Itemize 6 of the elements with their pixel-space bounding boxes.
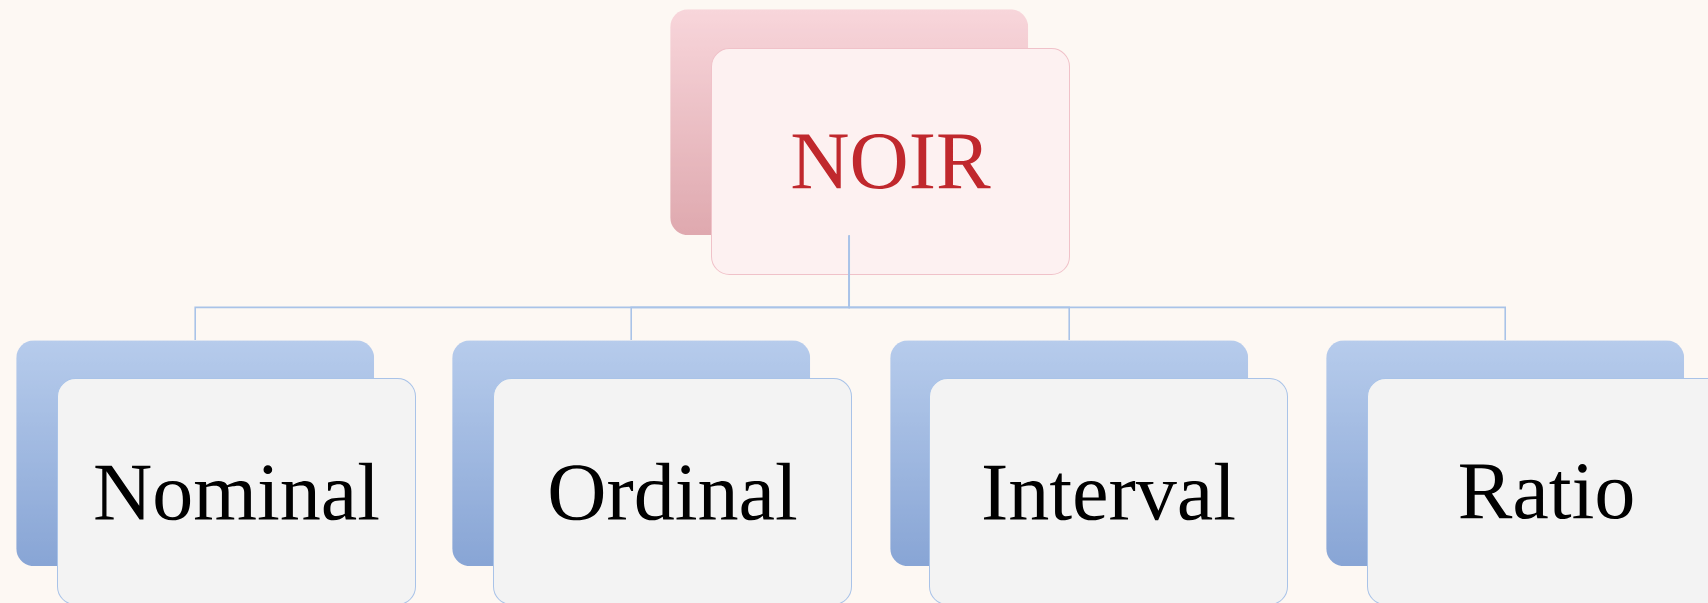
- stacked-box: Nominal: [57, 378, 416, 603]
- stacked-box: Ratio: [1367, 378, 1708, 603]
- stacked-box: Ordinal: [493, 378, 852, 603]
- connector-line: [848, 234, 1506, 341]
- stacked-box: Interval: [929, 378, 1288, 603]
- stacked-box: NOIR: [711, 48, 1070, 275]
